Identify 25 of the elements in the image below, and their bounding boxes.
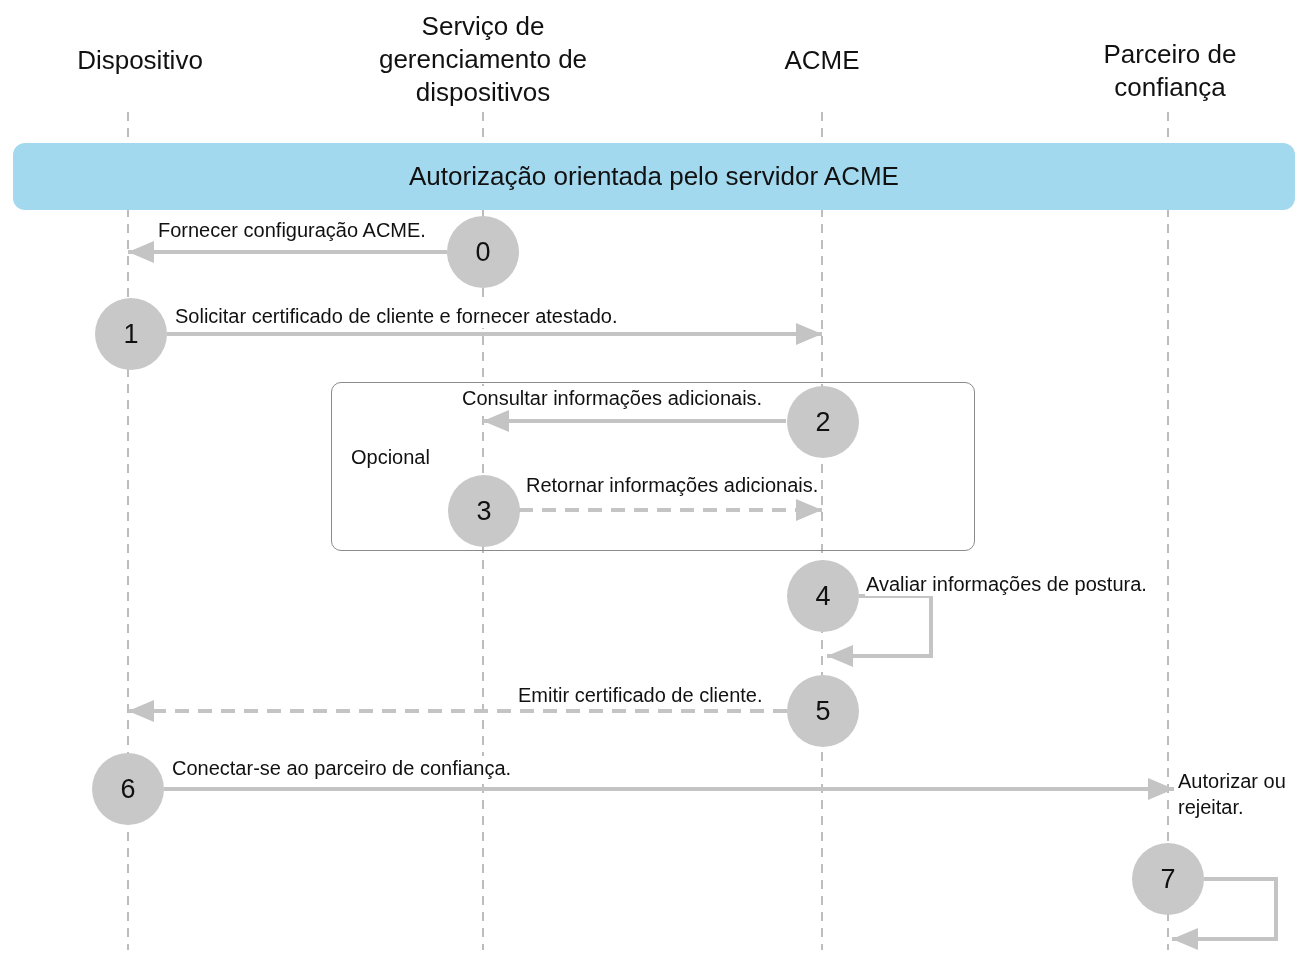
step-circle: 6 xyxy=(92,753,164,825)
participant-header: Parceiro de confiança xyxy=(1102,38,1238,104)
edge-label: Conectar-se ao parceiro de confiança. xyxy=(171,756,513,780)
step-circle: 5 xyxy=(787,675,859,747)
arrow xyxy=(167,323,822,345)
frame-label: Opcional xyxy=(349,446,432,469)
arrow xyxy=(128,700,787,722)
arrow xyxy=(519,499,822,521)
step-circle: 0 xyxy=(447,216,519,288)
arrow xyxy=(483,410,786,432)
arrow xyxy=(164,778,1174,800)
edge-label: Solicitar certificado de cliente e fornecer atestado. xyxy=(174,304,619,328)
step-circle: 7 xyxy=(1132,843,1204,915)
participant-header: ACME xyxy=(783,44,861,77)
step-circle: 1 xyxy=(95,298,167,370)
participant-header: Serviço de gerenciamento de dispositivos xyxy=(377,10,589,109)
arrow xyxy=(827,594,933,667)
step-circle: 4 xyxy=(787,560,859,632)
arrow xyxy=(1172,877,1278,950)
edge-label: Consultar informações adicionais. xyxy=(461,386,764,410)
participant-header: Dispositivo xyxy=(76,44,204,77)
step-circle: 2 xyxy=(787,386,859,458)
arrow xyxy=(128,241,447,263)
phase-banner: Autorização orientada pelo servidor ACME xyxy=(13,143,1295,210)
step-circle: 3 xyxy=(448,475,520,547)
